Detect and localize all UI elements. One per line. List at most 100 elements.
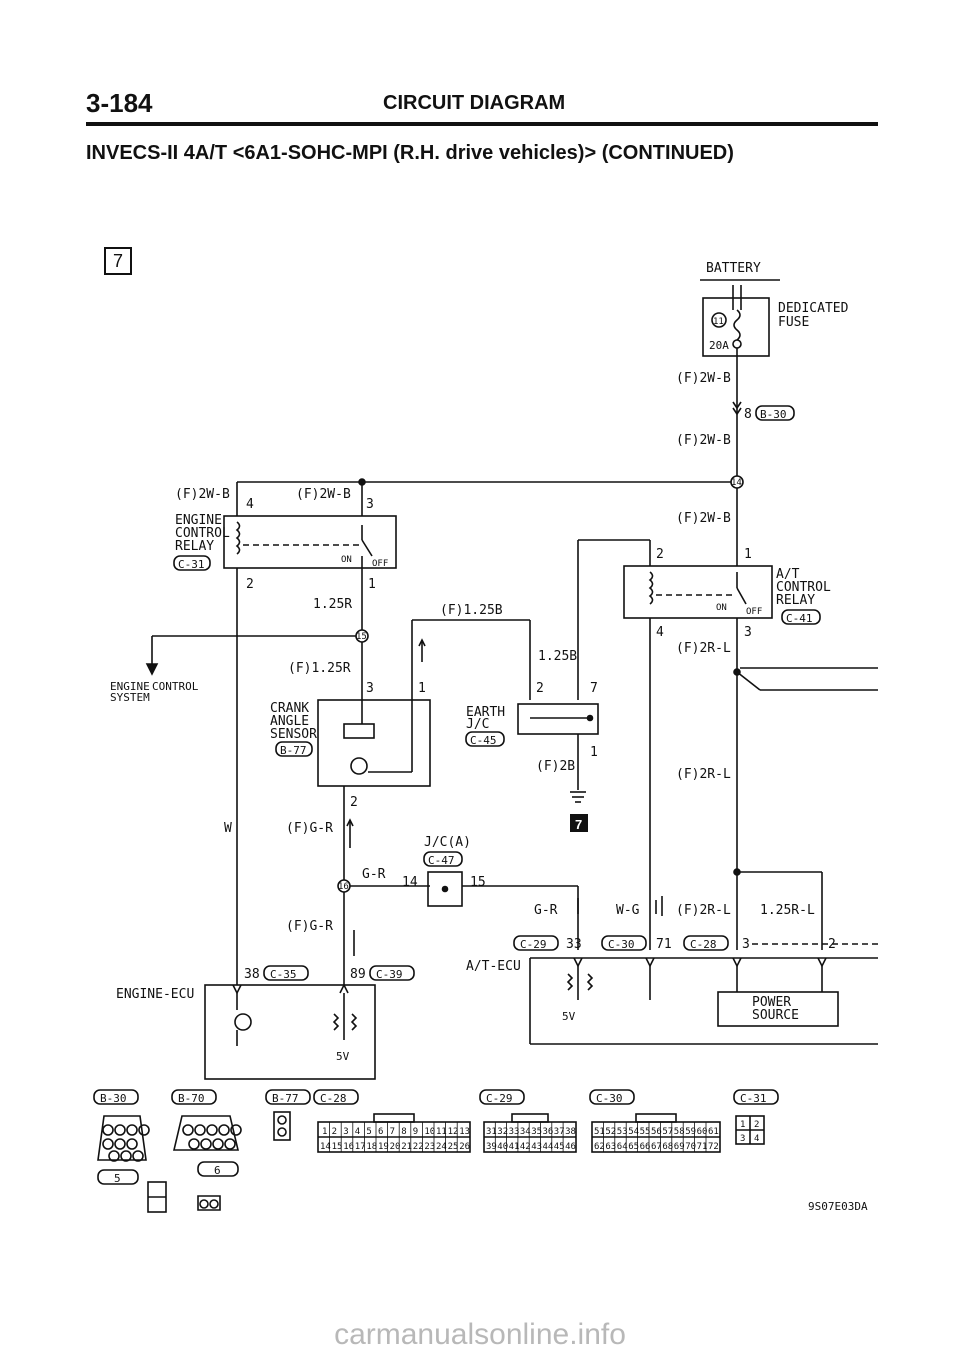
earth-jc-label-1: EARTH xyxy=(466,705,505,720)
pin-number: 53 xyxy=(617,1127,628,1137)
page-number: 3-184 xyxy=(86,88,153,118)
ecr-label-1: ENGINE xyxy=(175,513,222,528)
svg-text:14: 14 xyxy=(320,1142,331,1152)
image-code: 9S07E03DA xyxy=(808,1200,868,1213)
jca-block xyxy=(427,871,463,907)
svg-text:1: 1 xyxy=(590,745,598,760)
svg-text:71: 71 xyxy=(656,937,672,952)
cas-label-2: ANGLE xyxy=(270,714,309,729)
jca-connector: C-47 xyxy=(428,854,455,867)
svg-text:3: 3 xyxy=(740,1134,745,1144)
svg-text:4: 4 xyxy=(246,497,254,512)
power-source-label-2: SOURCE xyxy=(752,1008,799,1023)
ecr-label-2: CONTROL xyxy=(175,526,230,541)
svg-text:16: 16 xyxy=(338,882,349,892)
pin-number: 65 xyxy=(628,1142,639,1152)
pin-number: 21 xyxy=(401,1142,412,1152)
pin-number: 55 xyxy=(640,1127,651,1137)
connector-c31: C-31 1 2 3 4 xyxy=(733,1089,779,1145)
pin-number: 61 xyxy=(708,1127,719,1137)
svg-text:20A: 20A xyxy=(709,339,729,352)
atcr-label-1: A/T xyxy=(776,567,800,582)
wire-label-125rl: 1.25R-L xyxy=(760,903,815,918)
svg-text:1: 1 xyxy=(418,681,426,696)
diagram-subtitle: INVECS-II 4A/T <6A1-SOHC-MPI (R.H. drive… xyxy=(86,142,734,164)
svg-text:1: 1 xyxy=(744,547,752,562)
pin-number: 35 xyxy=(531,1127,542,1137)
pin-number: 54 xyxy=(628,1127,639,1137)
svg-text:51: 51 xyxy=(594,1127,605,1137)
connector-b77: B-77 xyxy=(265,1089,311,1141)
wire-label-f2rl-1: (F)2R-L xyxy=(676,641,731,656)
engine-ecu-label: ENGINE-ECU xyxy=(116,987,194,1002)
pin-number: 40 xyxy=(497,1142,508,1152)
svg-text:C-30: C-30 xyxy=(596,1092,623,1105)
pin-number: 41 xyxy=(509,1142,520,1152)
svg-text:14: 14 xyxy=(402,875,418,890)
pin-number: 24 xyxy=(436,1142,447,1152)
ecs-label-word: CONTROL xyxy=(152,680,199,693)
atcr-label-2: CONTROL xyxy=(776,580,831,595)
atcr-connector: C-41 xyxy=(786,612,813,625)
pin-number: 71 xyxy=(697,1142,708,1152)
pin-number: 2 xyxy=(332,1127,337,1137)
watermark: carmanualsonline.info xyxy=(334,1318,626,1351)
pin-number: 60 xyxy=(697,1127,708,1137)
pin-number: 32 xyxy=(497,1127,508,1137)
diagram-page-badge: 7 xyxy=(104,247,132,275)
pin-number: 16 xyxy=(343,1142,354,1152)
earth-jc xyxy=(517,703,599,735)
svg-text:C-28: C-28 xyxy=(320,1092,347,1105)
svg-text:62: 62 xyxy=(594,1142,605,1152)
battery-label: BATTERY xyxy=(706,261,761,276)
at-ecu: 5V xyxy=(529,957,878,1045)
pin-number: 20 xyxy=(390,1142,401,1152)
cas-connector: B-77 xyxy=(280,744,307,757)
at-ecu-label: A/T-ECU xyxy=(466,959,521,974)
wire-label-125b: 1.25B xyxy=(538,649,577,664)
pin-number: 3 xyxy=(343,1127,348,1137)
conn-ref-b30: B-30 xyxy=(760,408,787,421)
wire-label-125r: 1.25R xyxy=(313,597,352,612)
pin-number: 37 xyxy=(554,1127,565,1137)
atcr-label-3: RELAY xyxy=(776,593,815,608)
pin-number: 44 xyxy=(543,1142,554,1152)
pin-number: 6 xyxy=(378,1127,383,1137)
svg-text:15: 15 xyxy=(356,632,367,642)
pin-number: 63 xyxy=(605,1142,616,1152)
wire-label-w: W xyxy=(224,821,232,836)
power-source-box xyxy=(717,991,839,1027)
ecr-connector: C-31 xyxy=(178,558,205,571)
wire-label-gr-1: G-R xyxy=(362,867,386,882)
pin-number: 45 xyxy=(554,1142,565,1152)
pin-number: 10 xyxy=(424,1127,435,1137)
pin-number: 9 xyxy=(413,1127,418,1137)
svg-text:3: 3 xyxy=(366,497,374,512)
connector-b70: B-70 6 xyxy=(147,1089,242,1213)
pin-number: 15 xyxy=(332,1142,343,1152)
ground-badge: 7 xyxy=(575,817,582,832)
wire-label-f2wb-2: (F)2W-B xyxy=(676,433,731,448)
at-control-relay: ON OFF xyxy=(623,565,773,619)
jca-label: J/C(A) xyxy=(424,835,471,850)
pin-number: 4 xyxy=(355,1127,360,1137)
pin-number: 38 xyxy=(565,1127,576,1137)
pin-number: 58 xyxy=(674,1127,685,1137)
svg-text:2: 2 xyxy=(246,577,254,592)
svg-text:3: 3 xyxy=(742,937,750,952)
pin-number: 52 xyxy=(605,1127,616,1137)
earth-jc-connector: C-45 xyxy=(470,734,497,747)
svg-text:5V: 5V xyxy=(336,1050,350,1063)
pin-number: 8 xyxy=(401,1127,406,1137)
svg-text:33: 33 xyxy=(566,937,582,952)
pin-number: 12 xyxy=(448,1127,459,1137)
pin-number: 72 xyxy=(708,1142,719,1152)
pin-number: 69 xyxy=(674,1142,685,1152)
ecs-label-1: ENGINE xyxy=(110,680,150,693)
svg-text:2: 2 xyxy=(350,795,358,810)
engine-control-relay: ON OFF xyxy=(223,515,397,569)
wire-label-f2wb-4: (F)2W-B xyxy=(296,487,351,502)
conn-ref-c39: C-39 xyxy=(376,968,403,981)
